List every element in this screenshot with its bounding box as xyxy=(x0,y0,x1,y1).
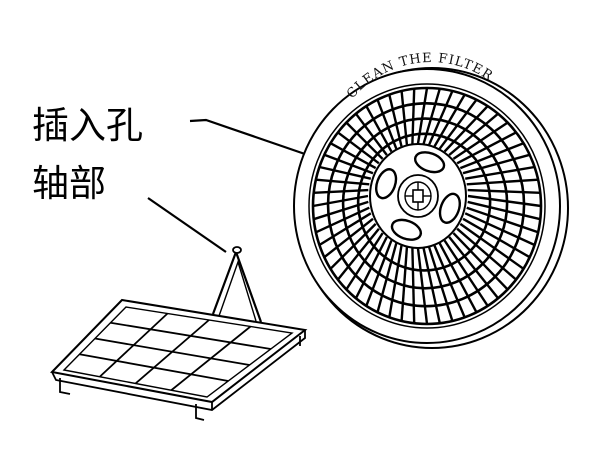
mesh-rib xyxy=(452,232,509,291)
flat-filter xyxy=(49,246,308,421)
hub-slot xyxy=(438,192,461,224)
mesh-rib xyxy=(467,194,542,208)
mesh-rib xyxy=(433,93,466,148)
mesh-rib xyxy=(456,131,517,165)
mesh-rib xyxy=(354,112,388,156)
mesh-ring xyxy=(341,117,509,290)
mesh-rib xyxy=(312,194,369,208)
mesh-rib xyxy=(416,248,429,325)
mesh-rib xyxy=(467,200,541,221)
hub-slot xyxy=(413,151,446,174)
mesh-rib xyxy=(427,246,454,322)
mesh-ring xyxy=(356,132,492,272)
mesh-rib xyxy=(448,112,499,156)
grid-line xyxy=(170,325,252,391)
flat-filter-foot-left xyxy=(59,378,71,395)
mesh-rib xyxy=(452,121,509,160)
mesh-rib xyxy=(443,239,489,307)
mesh-rib xyxy=(323,153,374,175)
mesh-rib xyxy=(411,88,416,144)
insertion-hole-label: 插入孔 xyxy=(32,104,143,147)
mesh-rib xyxy=(315,178,370,186)
mesh-rib xyxy=(313,188,369,194)
mesh-rib xyxy=(462,153,531,175)
mesh-rib xyxy=(345,232,384,291)
shaft xyxy=(211,246,263,323)
flat-filter-foot-front xyxy=(195,404,205,421)
filter-mesh xyxy=(311,86,543,326)
mesh-rib xyxy=(466,206,539,234)
mesh-rib xyxy=(329,142,377,170)
mesh-rib xyxy=(313,200,369,221)
insertion-hole xyxy=(405,182,431,210)
mesh-rib xyxy=(456,227,517,281)
shaft-tip xyxy=(232,246,242,254)
mesh-rib xyxy=(438,98,478,150)
mesh-rib xyxy=(388,94,403,147)
mesh-rib xyxy=(345,121,384,160)
mesh-rib xyxy=(319,165,372,180)
mesh-rib xyxy=(422,88,441,145)
mesh-rib xyxy=(354,236,388,299)
mesh-rib xyxy=(416,87,429,144)
mesh-rib xyxy=(427,90,454,146)
mesh-rib xyxy=(466,178,539,186)
mesh-rib xyxy=(400,247,409,322)
mesh-rib xyxy=(462,217,531,259)
hub-slot xyxy=(375,168,398,200)
mesh-rib xyxy=(376,242,398,313)
mesh-rib xyxy=(467,188,541,194)
mesh-rib xyxy=(365,240,393,307)
mesh-rib xyxy=(465,165,535,180)
mesh-rib xyxy=(438,242,478,313)
mesh-rib xyxy=(315,206,370,234)
flat-filter-inner-border xyxy=(62,306,294,398)
shaft-leader-line xyxy=(147,197,227,253)
mesh-rib xyxy=(448,236,500,300)
mesh-rib xyxy=(411,248,416,324)
mesh-rib xyxy=(329,223,377,270)
hub-slots xyxy=(375,151,461,241)
grid-line xyxy=(134,319,210,385)
mesh-rib xyxy=(433,245,466,318)
mesh-rib xyxy=(459,222,525,270)
mesh-rib xyxy=(464,212,536,247)
round-filter: CLEAN THE FILTER xyxy=(293,51,569,349)
mesh-rib xyxy=(443,105,489,153)
mesh-rib xyxy=(376,99,398,150)
flat-filter-grid xyxy=(79,312,271,391)
mesh-rib xyxy=(318,212,372,247)
mesh-rib xyxy=(422,247,441,324)
filter-rim-inner xyxy=(308,83,546,329)
mesh-rib xyxy=(323,217,374,259)
mesh-rib xyxy=(388,245,403,318)
mesh-rib xyxy=(365,105,393,153)
mesh-rib xyxy=(337,131,380,165)
grid-line xyxy=(99,312,169,378)
mesh-rib xyxy=(336,227,380,281)
shaft-label: 轴部 xyxy=(32,162,106,205)
mesh-rib xyxy=(459,142,524,170)
mesh-rib xyxy=(400,90,409,145)
hub-slot xyxy=(390,218,423,241)
